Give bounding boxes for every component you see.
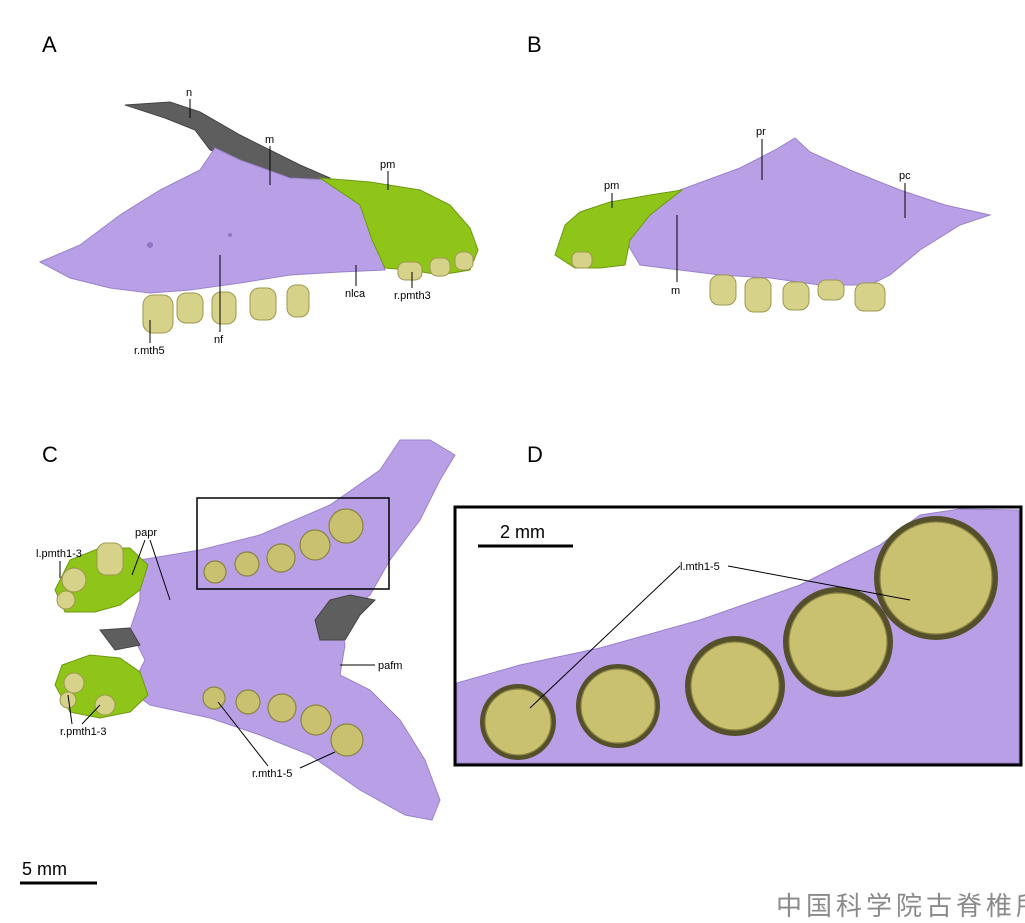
leader-rpmth13-2: [81, 704, 101, 725]
panel-a: A n m pm nlca r.pmth3 nf: [38, 32, 479, 357]
tooth: [61, 567, 87, 593]
tooth: [235, 689, 261, 715]
tooth: [63, 672, 85, 694]
tooth: [211, 291, 237, 325]
panel-d-letter: D: [527, 442, 543, 467]
left-molar-row-c: [203, 508, 364, 584]
tooth: [300, 704, 332, 736]
panel-c-letter: C: [42, 442, 58, 467]
leader-papr-1: [131, 539, 146, 576]
nasal-fragment: [99, 627, 141, 651]
label-pc: pc: [899, 170, 911, 182]
tooth: [429, 257, 451, 277]
tooth: [328, 508, 364, 544]
tooth: [94, 694, 116, 716]
label-m-b: m: [671, 285, 680, 297]
label-lpmth13: l.pmth1-3: [36, 548, 82, 560]
tooth: [234, 551, 260, 577]
panel-d: D l.mth1-5 2 mm: [453, 442, 1023, 767]
tooth: [454, 251, 474, 271]
label-papr: papr: [135, 527, 157, 539]
premaxilla-left-palatal: [54, 547, 149, 613]
panel-a-letter: A: [42, 32, 57, 57]
leader-rmth15-2: [299, 751, 336, 769]
tooth: [56, 590, 76, 610]
premaxilla-right-palatal: [54, 654, 149, 719]
tooth: [267, 693, 297, 723]
inset-frame: [453, 505, 1023, 767]
maxilla-medial: [624, 137, 992, 286]
inset-box: [196, 497, 390, 590]
premaxilla-lateral: [318, 177, 479, 276]
tooth: [266, 543, 296, 573]
teeth-b: [571, 251, 886, 313]
tooth: [782, 281, 810, 311]
tooth: [879, 521, 993, 635]
tooth: [571, 251, 593, 269]
foramen-dot: [228, 233, 232, 237]
tooth: [690, 641, 780, 731]
label-rpmth3: r.pmth3: [394, 290, 431, 302]
leader-lmth15-2: [727, 565, 911, 601]
leader-rpmth13-1: [67, 694, 73, 725]
leader-papr-2: [149, 539, 171, 601]
tooth: [249, 287, 277, 321]
foramen-dot: [147, 242, 153, 248]
label-pafm: pafm: [378, 660, 402, 672]
tooth: [96, 542, 124, 576]
label-pr: pr: [756, 126, 766, 138]
panel-b: B pr pc pm m: [527, 32, 992, 313]
label-nlca: nlca: [345, 288, 366, 300]
tooth: [744, 277, 772, 313]
left-molar-row-d: [480, 516, 998, 760]
label-rpmth13: r.pmth1-3: [60, 726, 106, 738]
tooth: [59, 691, 77, 709]
tooth: [142, 294, 174, 334]
right-molar-row-c: [202, 686, 364, 757]
premaxillary-teeth: [56, 542, 124, 716]
tooth: [709, 274, 737, 306]
tooth: [203, 560, 227, 584]
label-rmth15: r.mth1-5: [252, 768, 292, 780]
label-lmth15: l.mth1-5: [680, 561, 720, 573]
premaxilla-medial: [554, 189, 684, 269]
tooth: [484, 688, 552, 756]
label-rmth5: r.mth5: [134, 345, 165, 357]
maxilla-lateral: [38, 147, 386, 294]
label-m-a: m: [265, 134, 274, 146]
label-pm-a: pm: [380, 159, 395, 171]
tooth: [788, 592, 888, 692]
scale-bar-inset-label: 2 mm: [500, 522, 545, 542]
panel-b-letter: B: [527, 32, 542, 57]
tooth: [817, 279, 845, 301]
tooth: [299, 529, 331, 561]
label-nf: nf: [214, 334, 224, 346]
tooth: [397, 261, 423, 281]
tooth: [202, 686, 226, 710]
maxilla-palatal: [129, 439, 456, 821]
leader-lmth15-1: [529, 565, 681, 709]
tooth: [854, 282, 886, 312]
scale-bar-main-label: 5 mm: [22, 859, 67, 879]
nasal-fragment: [314, 594, 377, 641]
tooth: [176, 292, 204, 324]
tooth: [286, 284, 310, 318]
leader-rmth15-1: [217, 701, 269, 767]
label-n: n: [186, 87, 192, 99]
tooth: [580, 668, 656, 744]
label-pm-b: pm: [604, 180, 619, 192]
tooth: [330, 723, 364, 757]
panel-c: C: [36, 439, 456, 821]
watermark: 中国科学院古脊椎所: [776, 892, 1025, 922]
